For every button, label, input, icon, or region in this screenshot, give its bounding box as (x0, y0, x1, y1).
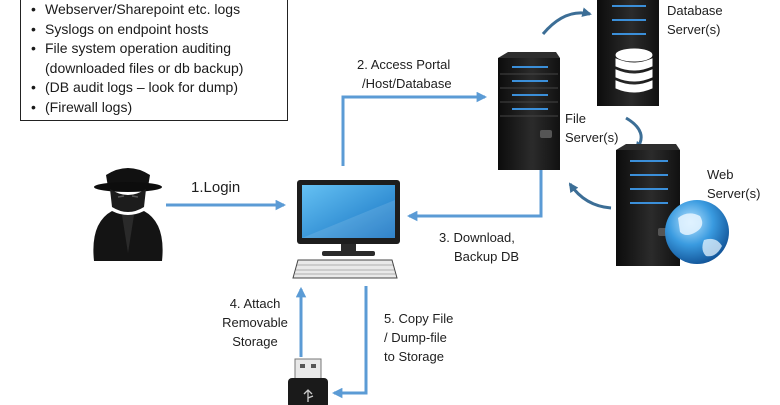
file-server-label-line1: File (565, 111, 586, 126)
keyboard (292, 259, 398, 279)
log-sources-list: Webserver/Sharepoint etc. logs Syslogs o… (21, 0, 287, 117)
log-source-item: Syslogs on endpoint hosts (31, 20, 287, 40)
globe-icon (665, 200, 729, 264)
log-source-item: File system operation auditing (31, 39, 287, 59)
web-server-label-line2: Server(s) (707, 186, 761, 201)
step-copy-label-line3: to Storage (384, 349, 444, 364)
log-source-item-continuation: (downloaded files or db backup) (45, 59, 244, 76)
database-server-label-line2: Server(s) (667, 22, 721, 37)
step-access-label-line1: 2. Access Portal (357, 57, 451, 72)
step-attach-label-line2: Removable (222, 315, 288, 330)
step-download-label-line1: 3. Download, (439, 230, 515, 245)
usb-drive-icon (288, 358, 328, 405)
arrow-download (406, 170, 543, 222)
hooded-hacker-icon (93, 168, 163, 261)
step-access-label-line2: /Host/Database (362, 76, 452, 91)
cycle-arrow-web-to-file (568, 182, 612, 210)
monitor-screen (302, 185, 395, 238)
arrow-copy (331, 286, 368, 399)
arrow-access (341, 91, 488, 166)
step-copy-label-line2: / Dump-file (384, 330, 447, 345)
database-server-icon (597, 0, 659, 106)
database-cylinder-icon (615, 48, 653, 93)
web-server-icon (616, 144, 729, 266)
file-server-label-line2: Server(s) (565, 130, 619, 145)
step-login-label: 1.Login (191, 179, 241, 196)
log-source-item: Webserver/Sharepoint etc. logs (31, 0, 287, 20)
step-download-label-line2: Backup DB (454, 249, 520, 264)
cycle-arrow-file-to-db (541, 7, 592, 35)
log-source-item: (DB audit logs – look for dump) (31, 78, 287, 98)
flow-arrows (166, 91, 543, 399)
log-sources-box: Webserver/Sharepoint etc. logs Syslogs o… (20, 0, 288, 121)
step-copy-label-line1: 5. Copy File (384, 311, 454, 326)
desktop-computer-icon (292, 180, 400, 279)
database-server-label-line1: Database (667, 3, 723, 18)
step-attach-label-line3: Storage (232, 334, 278, 349)
step-attach-label-line1: 4. Attach (229, 296, 281, 311)
file-server-icon (498, 52, 560, 170)
log-source-item: (Firewall logs) (31, 98, 287, 118)
web-server-label-line1: Web (707, 167, 734, 182)
